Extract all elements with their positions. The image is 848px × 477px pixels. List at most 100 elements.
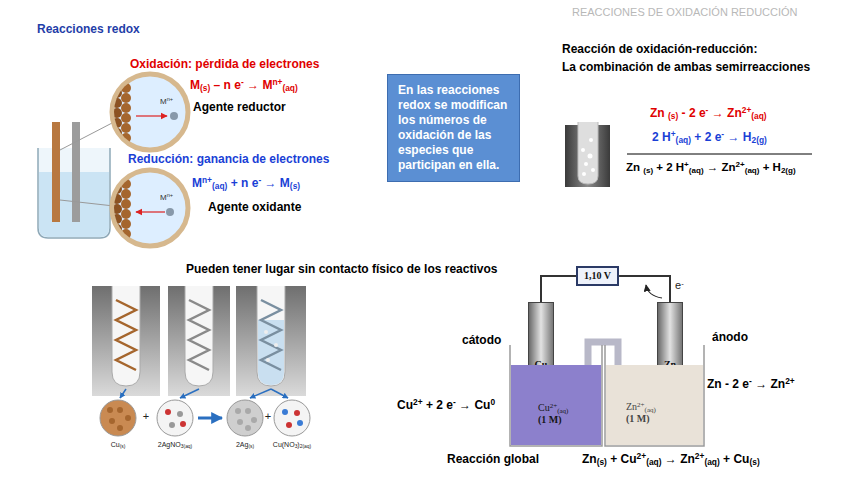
- copper-silver-tubes: [125, 415, 131, 421]
- beaker-figure: [60, 200, 114, 206]
- oxidation-inset: [121, 103, 131, 113]
- section-heading: Reacción global: [447, 452, 539, 467]
- reduction-inset: [121, 239, 131, 249]
- solution-label: (1 M): [626, 413, 703, 425]
- reduction-inset: [112, 174, 122, 184]
- oxidation-inset: [136, 115, 167, 116]
- copper-silver-tubes: [165, 409, 171, 415]
- agent-label: Agente reductor: [193, 100, 286, 115]
- copper-silver-tubes: [294, 410, 300, 416]
- copper-silver-tubes: [112, 286, 140, 386]
- reduction-inset: [121, 169, 131, 179]
- sum-line: [627, 154, 812, 155]
- solution-label: Zn2+(aq): [626, 401, 703, 413]
- test-tube-photo: [581, 148, 585, 152]
- oxidation-inset: [112, 74, 188, 150]
- copper-silver-tubes: [250, 389, 271, 398]
- electron-label: e-: [675, 279, 684, 293]
- reduction-inset: [112, 224, 122, 234]
- voltage-reading: 1,10 V: [584, 270, 611, 282]
- copper-silver-tubes: [297, 420, 303, 426]
- ion-label: Mn+: [160, 97, 173, 107]
- copper-silver-tubes: [235, 408, 241, 414]
- equation: Zn - 2 e- → Zn2+: [707, 377, 795, 392]
- reduction-inset: [121, 189, 131, 199]
- copper-silver-tubes: [120, 389, 126, 398]
- reduction-inset: [112, 214, 122, 224]
- copper-silver-tubes: [271, 389, 288, 398]
- beaker-figure: [52, 122, 60, 222]
- electrode-label: ánodo: [712, 330, 748, 345]
- copper-silver-tubes: [117, 425, 123, 431]
- copper-silver-tubes: [286, 422, 292, 428]
- copper-silver-tubes: [177, 411, 183, 417]
- copper-silver-tubes: [257, 286, 285, 386]
- section-heading: La combinación de ambas semirreacciones: [562, 60, 810, 75]
- copper-silver-tubes: [92, 286, 160, 396]
- test-tube-photo: [589, 138, 593, 142]
- copper-silver-tubes: [107, 407, 113, 413]
- test-tube-photo: [591, 168, 595, 172]
- equation: 2 H+(aq) + 2 e- → H2(g): [652, 130, 767, 145]
- oxidation-inset: [121, 73, 131, 83]
- oxidation-inset: [121, 93, 131, 103]
- oxidation-inset: [170, 112, 178, 120]
- plus-sign: +: [143, 410, 149, 424]
- plus-sign: +: [265, 410, 271, 424]
- copper-silver-tubes: [245, 408, 251, 414]
- watermark: REACCIONES DE OXIDACIÓN REDUCCIÓN: [572, 6, 798, 20]
- copper-silver-tubes: [236, 286, 306, 396]
- reduction-inset: [112, 169, 131, 249]
- species-label: Cu(NO3)2(aq): [273, 441, 311, 450]
- oxidation-inset: [112, 73, 188, 153]
- reduction-inset: [121, 179, 131, 189]
- wire: [541, 276, 576, 302]
- oxidation-inset: [112, 138, 122, 148]
- ion-label: Mn+: [160, 193, 173, 203]
- reduction-inset: [112, 234, 122, 244]
- test-tube-photo: [584, 162, 588, 166]
- copper-silver-tubes: [261, 300, 281, 370]
- beaker-figure: [38, 122, 114, 238]
- test-tube-photo: [582, 172, 586, 176]
- copper-silver-tubes: [274, 343, 278, 347]
- reduction-inset: [121, 229, 131, 239]
- reduction-inset: [121, 209, 131, 219]
- species-label: 2AgNO3(aq): [158, 441, 192, 450]
- copper-silver-tubes: [180, 389, 199, 398]
- copper-silver-tubes: [266, 358, 270, 362]
- reduction-inset: [112, 169, 188, 249]
- equation: Zn (s) + 2 H+(aq) → Zn2+(aq) + H2(g): [626, 160, 796, 174]
- oxidation-inset: [121, 143, 131, 153]
- reduction-inset: [166, 208, 174, 216]
- voltmeter: 1,10 V: [576, 266, 619, 286]
- oxidation-heading: Oxidación: pérdida de electrones: [130, 57, 319, 72]
- oxidation-inset: [121, 83, 131, 93]
- oxidation-inset: [121, 113, 131, 123]
- copper-silver-tubes: [109, 418, 115, 424]
- equation: Mn+(aq) + n e- → M(s): [192, 176, 300, 191]
- reduction-inset: [112, 170, 188, 246]
- copper-silver-tubes: [185, 286, 213, 386]
- test-tube-photo: [578, 122, 598, 184]
- solution-label: (1 M): [538, 414, 601, 426]
- copper-silver-tubes: [227, 400, 263, 436]
- copper-silver-tubes: [198, 417, 222, 420]
- daniell-cell: [510, 345, 602, 446]
- oxidation-inset: [112, 108, 122, 118]
- copper-silver-tubes: [92, 286, 310, 436]
- copper-silver-tubes: [274, 400, 310, 436]
- info-text: En las reacciones redox se modifican los…: [398, 83, 510, 173]
- agent-label: Agente oxidante: [208, 200, 301, 215]
- copper-silver-tubes: [117, 407, 123, 413]
- copper-silver-tubes: [169, 422, 175, 428]
- section-heading: Reacción de oxidación-reducción:: [562, 42, 757, 57]
- equation: Cu2+ + 2 e- → Cu0: [397, 398, 495, 413]
- oxidation-inset: [112, 73, 131, 153]
- reduction-inset: [112, 184, 122, 194]
- daniell-cell: [646, 285, 662, 298]
- oxidation-inset: [112, 128, 122, 138]
- oxidation-inset: [121, 133, 131, 143]
- daniell-cell: [510, 285, 704, 446]
- equation: Zn (s) - 2 e- → Zn2+(aq): [650, 106, 767, 121]
